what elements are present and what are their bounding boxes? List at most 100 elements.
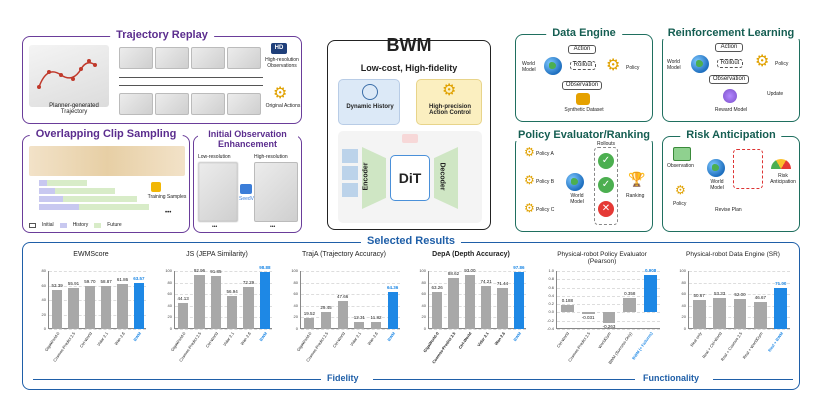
risk-policy-label: Policy xyxy=(673,201,687,207)
data-label: 63.57 xyxy=(133,275,145,281)
gridline xyxy=(49,300,146,301)
rl-panel: Reinforcement Learning Action Rollout Ob… xyxy=(661,27,801,122)
rl-policy-label: Policy xyxy=(775,61,789,67)
y-tick-label: 0.4 xyxy=(548,292,554,298)
y-tick-label: 40 xyxy=(167,302,172,308)
data-label: 59.70 xyxy=(84,278,96,284)
bar xyxy=(602,312,616,324)
data-label: 92.96 xyxy=(193,268,206,274)
gridline xyxy=(49,314,146,316)
check-icon-2: ✓ xyxy=(598,177,614,193)
dit-block: DiT xyxy=(390,155,430,201)
y-tick-label: 60 xyxy=(681,291,686,297)
x-tick-label: BWM xyxy=(258,331,268,343)
bar xyxy=(432,292,443,329)
x-tick-label: BWM (+ Failures) xyxy=(630,331,654,361)
de-observation-box: Observation xyxy=(562,81,602,90)
bar xyxy=(178,303,189,329)
de-policy-label: Policy xyxy=(626,65,640,71)
pe-world-model-icon xyxy=(566,173,584,191)
clip-strip xyxy=(29,146,185,176)
risk-world-model-icon xyxy=(707,159,725,177)
clock-icon xyxy=(362,84,378,100)
action-token-icon xyxy=(402,134,418,143)
x-tick-label: BWM (Success Only) xyxy=(607,331,633,366)
data-label: 61.86 xyxy=(116,277,129,283)
bar xyxy=(733,298,747,329)
data-label: 0.358 xyxy=(624,290,636,296)
y-tick-label: 80 xyxy=(681,279,686,285)
x-tick-label: WorldGym xyxy=(597,331,613,350)
dynamic-history-card: Dynamic History xyxy=(338,79,400,125)
input-frame-2 xyxy=(342,166,358,180)
x-tick-label: Ctrl-World xyxy=(204,331,219,349)
bar xyxy=(774,287,788,329)
x-tick-label: Ctrl-World xyxy=(331,331,346,349)
bar xyxy=(560,304,574,313)
rl-action-box: Action xyxy=(715,43,743,52)
database-icon xyxy=(576,93,590,105)
x-tick-label: Vidar 2.1 xyxy=(96,331,110,347)
data-label: 11.82 xyxy=(370,315,382,321)
y-tick-label: 0 xyxy=(683,326,686,331)
policy-a-icon: ⚙ xyxy=(524,145,535,159)
x-tick-label: Vidar 2.1 xyxy=(222,331,236,347)
gridline xyxy=(175,329,272,330)
action-control-card: ⚙ High-precision Action Control xyxy=(416,79,482,125)
y-tick-label: 40 xyxy=(681,302,686,308)
chart-title: Physical-robot Data Engine (SR) xyxy=(686,251,780,258)
robot-arm-icon: ⚙ xyxy=(273,85,288,102)
data-label: 72.29 xyxy=(242,280,255,286)
rl-update-label: Update xyxy=(767,91,784,97)
functionality-label: Functionality xyxy=(643,373,699,383)
risk-anticipation-label: Risk Anticipation xyxy=(770,173,796,185)
bar xyxy=(581,312,595,314)
y-tick-label: 20 xyxy=(41,311,46,317)
low-res-frame xyxy=(198,162,238,222)
overlap-ellipsis: ••• xyxy=(165,210,172,216)
data-label: 97.86 xyxy=(513,265,525,271)
gridline xyxy=(429,329,526,330)
revise-plan-label: Revise Plan xyxy=(715,207,742,213)
decoder-label: Decoder xyxy=(438,162,446,191)
legend-future: Future xyxy=(107,222,122,228)
x-tick-label: Real + Ctrl-World xyxy=(700,331,723,360)
rl-rollout-box: Rollout xyxy=(717,59,743,68)
bar xyxy=(133,282,144,329)
init-obs-ellipsis-1: ••• xyxy=(212,224,218,230)
bar xyxy=(387,291,398,329)
bar xyxy=(194,275,205,329)
gridline xyxy=(301,271,400,272)
risk-paths-box xyxy=(733,149,763,189)
x-tick-label: Wan 2.6 xyxy=(366,331,380,346)
gridline xyxy=(557,329,660,330)
action-control-label: High-precision Action Control xyxy=(428,104,471,116)
data-label: 46.67 xyxy=(754,294,767,300)
trajectory-replay-panel: Trajectory Replay Planner-generated Traj… xyxy=(22,29,302,124)
bar xyxy=(481,285,492,329)
clip-row-4b xyxy=(79,204,149,210)
x-tick-label: Real + Cosmos 2.5 xyxy=(719,331,744,362)
chart-title: Physical-robot Policy Evaluator (Pearson… xyxy=(557,251,647,265)
chart-title: JS (JEPA Similarity) xyxy=(186,251,248,258)
init-obs-panel: Initial Observation Enhancement Low-reso… xyxy=(193,129,302,233)
data-label: -0.263 xyxy=(602,324,616,330)
robot-arm-icon-bwm: ⚙ xyxy=(442,82,457,99)
y-tick-label: 20 xyxy=(293,314,298,320)
obs-frame-1 xyxy=(119,47,153,69)
data-engine-panel: Data Engine Action Rollout Observation W… xyxy=(515,27,653,122)
x-tick-label: Ctrl-World xyxy=(78,331,93,349)
data-label: 63.26 xyxy=(431,285,443,291)
x-tick-label: Ctrl-World xyxy=(457,331,473,350)
x-tick-label: Real + WorldGym xyxy=(741,331,764,360)
decoder-block xyxy=(434,147,458,209)
bar xyxy=(52,290,63,329)
de-action-box: Action xyxy=(568,45,596,54)
legend-swatch-initial xyxy=(29,222,36,228)
ranking-label: Ranking xyxy=(626,193,645,199)
